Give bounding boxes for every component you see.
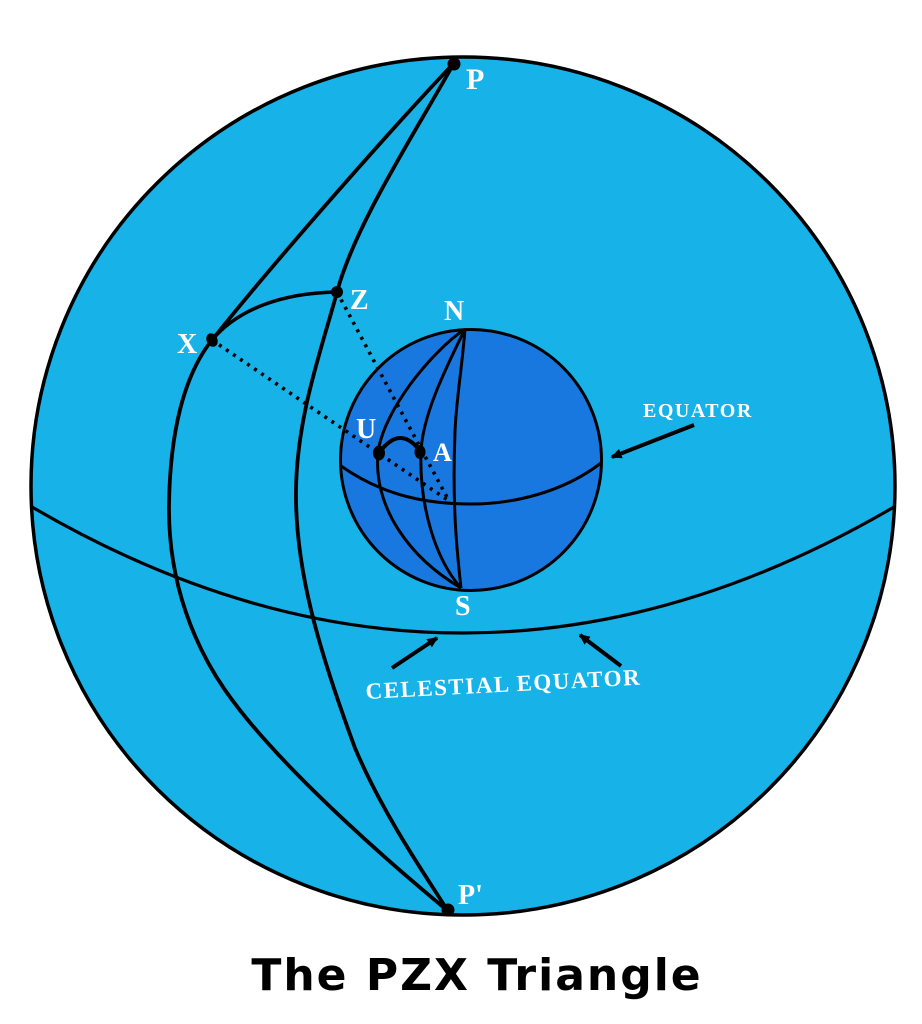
sight-line-z [335, 291, 451, 502]
point-dot-x [206, 333, 218, 347]
label-n: N [444, 296, 464, 327]
point-dot-z [331, 286, 343, 298]
point-dot-u [373, 445, 385, 461]
label-s: S [455, 591, 471, 622]
label-u: U [356, 414, 376, 445]
hour-circle-x [167, 61, 456, 913]
point-dot-p-prime [441, 903, 455, 917]
celestial-equator-arrow-right [578, 633, 623, 668]
label-p: P [466, 63, 484, 96]
earth-equator-line [340, 461, 602, 506]
arc-zx [210, 290, 338, 342]
label-x: X [177, 329, 197, 360]
sight-line-x [210, 338, 451, 503]
label-equator: EQUATOR [643, 400, 753, 422]
diagram-title: The PZX Triangle [251, 950, 702, 1001]
earth-sphere [339, 328, 603, 592]
equator-arrow [610, 423, 695, 459]
point-dot-a [414, 445, 426, 459]
earth-meridian-central [452, 328, 467, 589]
label-z: Z [350, 285, 369, 316]
celestial-equator-arrow-left [390, 636, 439, 670]
label-p-prime: P' [458, 880, 483, 911]
celestial-equator-line [31, 505, 895, 635]
label-a: A [433, 438, 452, 467]
hour-circle-z [294, 62, 456, 913]
point-dot-p [447, 57, 461, 71]
